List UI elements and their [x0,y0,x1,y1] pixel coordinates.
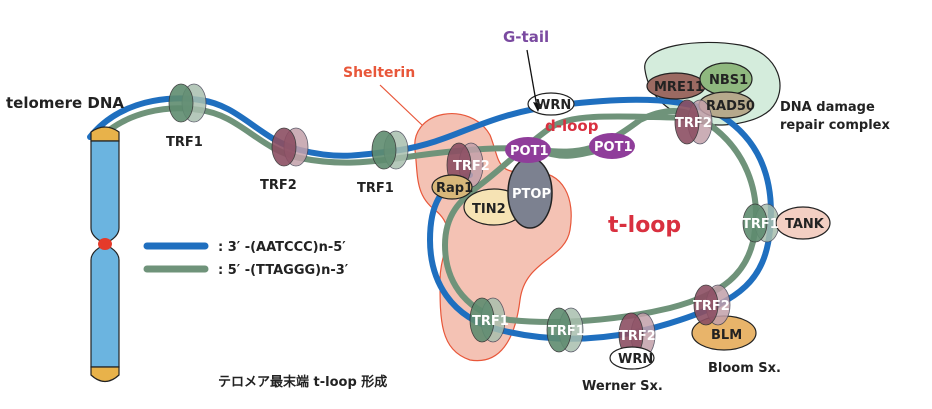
trf2-label: TRF2 [619,329,656,344]
trf2-protein [693,284,731,326]
shelterin-pointer [379,84,423,126]
wrn-protein [609,346,655,370]
werner-label: Werner Sx. [582,379,663,394]
trf2-label: TRF2 [693,299,730,314]
shelterin-label: Shelterin [343,65,415,81]
wrn-label: WRN [618,352,653,367]
trf2-label: TRF2 [675,116,712,131]
trf1-label: TRF1 [742,217,779,232]
ptop-label: PTOP [512,187,551,202]
t-loop-label: t-loop [608,213,681,238]
trf1-protein [469,297,506,343]
trf1-protein [546,307,584,353]
pot1-label: POT1 [594,140,633,155]
trf1-label: TRF1 [166,135,203,150]
wrn-label: WRN [536,98,571,113]
rap1-protein [431,174,473,200]
wrn-protein [527,92,575,116]
tin2-label: TIN2 [472,202,506,217]
tank-label: TANK [785,217,825,232]
dna-damage-label-2: repair complex [780,118,890,133]
trf1-protein [168,83,207,123]
d-loop-label: d-loop [545,117,599,135]
bloom-label: Bloom Sx. [708,361,781,376]
pot1-protein [505,137,551,163]
trf1-protein [371,130,409,170]
trf1-label: TRF1 [357,181,394,196]
chromosome [90,126,120,383]
g-tail-arrow [526,49,538,108]
telomere-cap-top [90,126,120,142]
trf1-protein [742,203,780,243]
legend-green-text: : 5′ -(TTAGGG)n-3′ [218,263,349,278]
chromosome-arm-lower [90,245,120,368]
trf2-protein [271,127,309,167]
rad50-label: RAD50 [706,99,755,114]
pot1-label: POT1 [510,144,549,159]
g-tail-arrowhead [533,102,541,112]
dna-damage-label-1: DNA damage [780,100,875,115]
pot1-protein [589,133,635,159]
centromere [98,238,112,250]
g-tail-label: G-tail [503,28,549,46]
trf2-protein [618,312,656,358]
chromosome-arm-upper [90,140,120,243]
telomere-dna-label: telomere DNA [6,94,124,112]
trf1-label: TRF1 [548,324,585,339]
tank-protein [775,206,831,240]
rap1-label: Rap1 [436,181,473,196]
telomere-cap-bottom [90,366,120,383]
mre11-label: MRE11 [654,80,704,95]
nbs1-label: NBS1 [709,73,748,88]
legend-blue-text: : 3′ -(AATCCC)n-5′ [218,240,346,255]
trf2-label: TRF2 [260,178,297,193]
trf1-label: TRF1 [472,314,509,329]
trf2-label: TRF2 [453,159,490,174]
blm-label: BLM [711,328,742,343]
caption: テロメア最末端 t-loop 形成 [218,374,387,390]
trf2-protein [674,99,713,145]
